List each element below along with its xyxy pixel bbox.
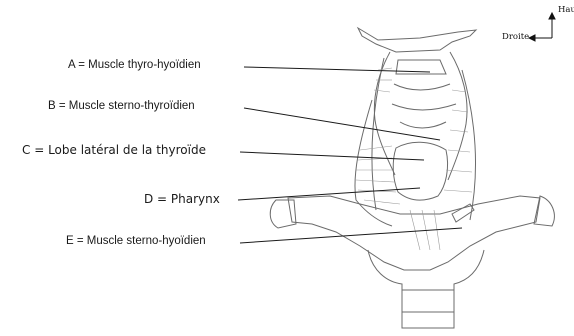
- up-arrow-icon: [549, 13, 555, 19]
- label-d: D = Pharynx: [144, 192, 220, 206]
- leader-line-a: [244, 67, 430, 72]
- left-arrow-icon: [529, 35, 535, 41]
- orientation-compass: [529, 13, 555, 41]
- label-a: A = Muscle thyro-hyoïdien: [68, 59, 201, 71]
- sketch-outline: [270, 28, 554, 328]
- leader-line-d: [238, 188, 420, 200]
- label-b: B = Muscle sterno-thyroïdien: [48, 100, 195, 112]
- leader-lines: [238, 67, 462, 243]
- orientation-right-label: Droite: [502, 32, 529, 42]
- leader-line-b: [244, 108, 440, 140]
- sketch-shading: [356, 68, 472, 250]
- leader-line-c: [240, 152, 424, 160]
- orientation-up-label: Hau: [558, 5, 574, 15]
- label-e: E = Muscle sterno-hyoïdien: [66, 235, 206, 247]
- label-c: C = Lobe latéral de la thyroïde: [22, 143, 206, 157]
